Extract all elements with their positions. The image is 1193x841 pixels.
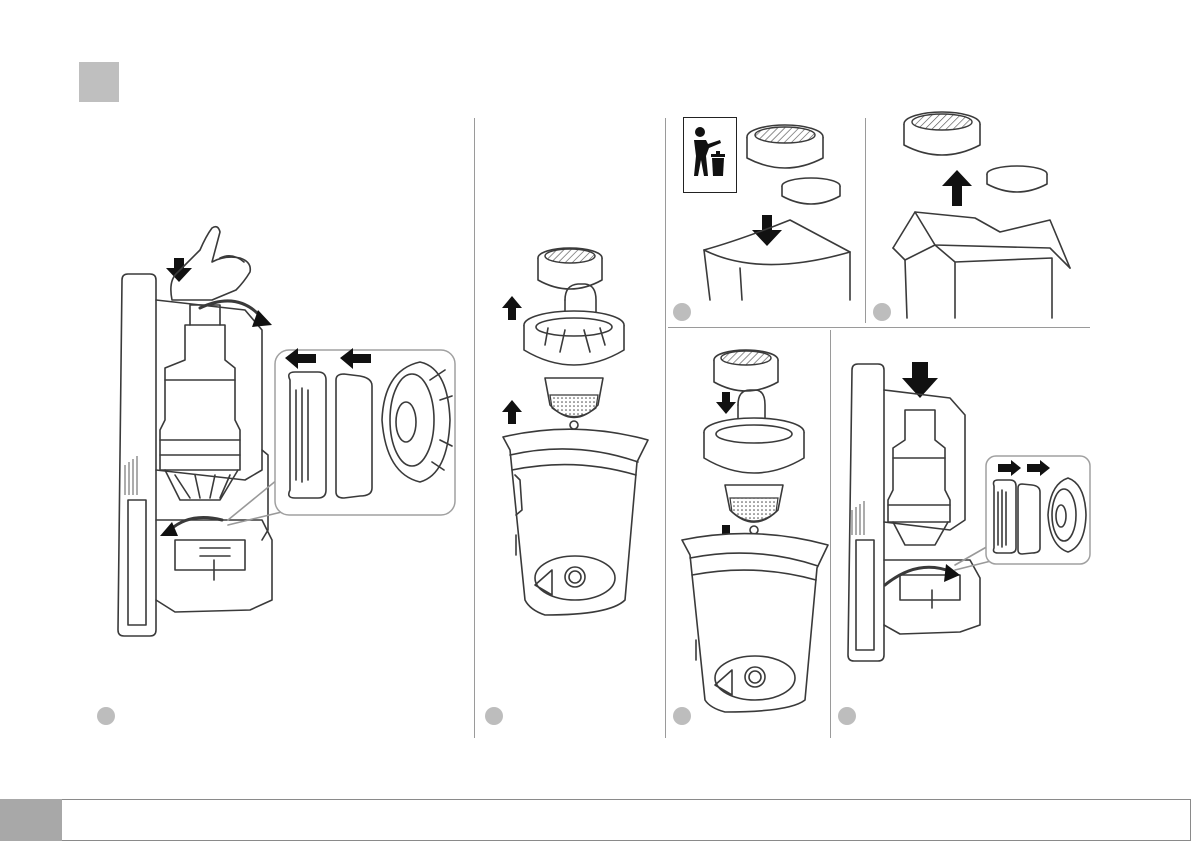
footer-bar [62, 799, 1191, 841]
footer-page-tab [0, 799, 62, 841]
